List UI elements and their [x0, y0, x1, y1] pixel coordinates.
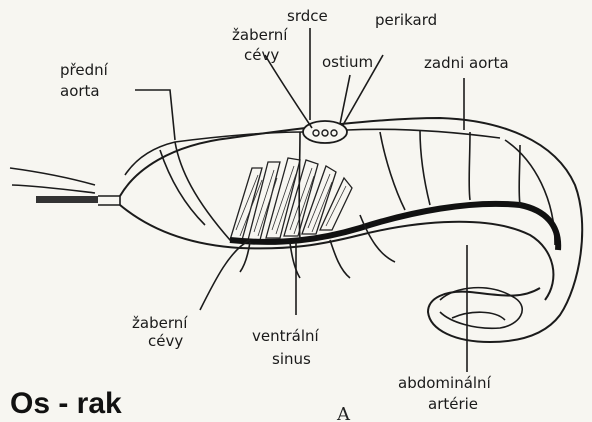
page-title: Os - rak: [10, 387, 122, 420]
antennae: [10, 168, 120, 205]
vessels: [125, 129, 558, 278]
label-predni-aorta-2: aorta: [60, 82, 100, 100]
label-zaberni-cevy-top-1: žaberní: [232, 26, 288, 44]
label-zaberni-cevy-top-2: cévy: [244, 46, 279, 64]
figure-letter: A: [336, 404, 351, 422]
antenna-segment: [36, 196, 98, 203]
label-ostium: ostium: [322, 53, 373, 71]
label-ventralni-sinus-2: sinus: [272, 350, 311, 368]
gill-region: [230, 158, 352, 240]
label-zaberni-cevy-bottom-2: cévy: [148, 332, 183, 350]
label-perikard: perikard: [375, 11, 437, 29]
label-ventralni-sinus-1: ventrální: [252, 327, 320, 345]
label-abdominalni-arterie-2: artérie: [428, 395, 478, 413]
label-srdce: srdce: [287, 7, 328, 25]
label-abdominalni-arterie-1: abdominální: [398, 374, 492, 392]
label-zadni-aorta: zadni aorta: [424, 54, 509, 72]
label-zaberni-cevy-bottom-1: žaberní: [132, 314, 188, 332]
label-predni-aorta-1: přední: [60, 61, 109, 79]
